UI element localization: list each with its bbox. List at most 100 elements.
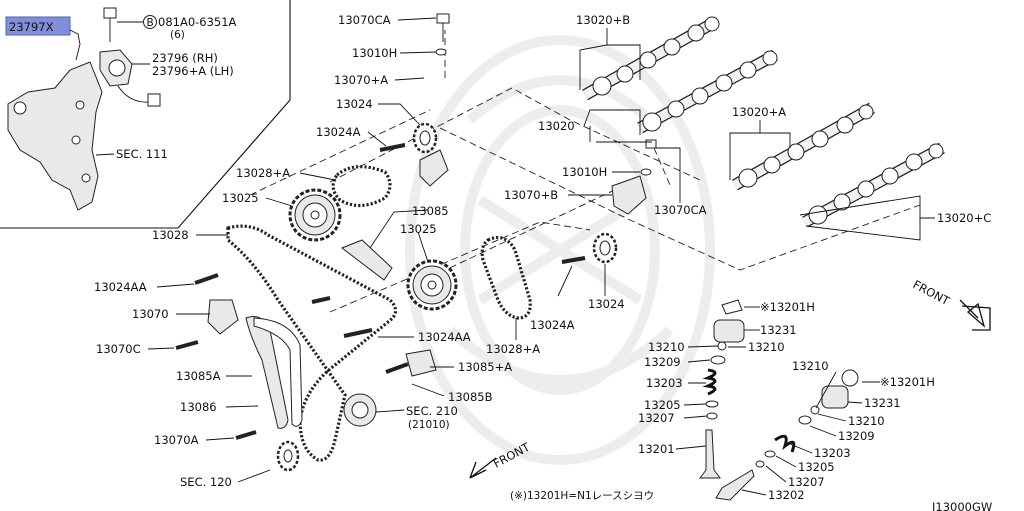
label-13028A-low[interactable]: 13028+A: [486, 342, 540, 356]
label-13085B[interactable]: 13085B: [448, 390, 493, 404]
label-13028A-top[interactable]: 13028+A: [236, 166, 290, 180]
chain-13028A-upper[interactable]: [331, 165, 392, 208]
sprocket-13024-low[interactable]: [592, 232, 618, 264]
seal-13207-1[interactable]: [706, 412, 718, 420]
seal-13207-2[interactable]: [755, 460, 765, 468]
chain-guide-13085A[interactable]: [405, 349, 437, 377]
label-13070A-top[interactable]: 13070+A: [334, 73, 388, 87]
washer-13010H-top[interactable]: [435, 48, 447, 56]
label-13209-2[interactable]: 13209: [838, 429, 875, 443]
label-13025-mid[interactable]: 13025: [400, 222, 437, 236]
camshaft-13020A[interactable]: [732, 102, 875, 191]
label-13205-2[interactable]: 13205: [798, 460, 835, 474]
label-13070A-low[interactable]: 13070A: [154, 433, 199, 447]
label-13207-1[interactable]: 13207: [638, 411, 675, 425]
bolt-guide[interactable]: [311, 296, 331, 304]
label-13209-1[interactable]: 13209: [644, 355, 681, 369]
label-13203-1[interactable]: 13203: [646, 376, 683, 390]
keeper-13210-2[interactable]: [810, 405, 820, 415]
bolt-13024AA-left[interactable]: [194, 273, 219, 285]
chain-guide-13085[interactable]: [340, 239, 393, 281]
label-13070C[interactable]: 13070C: [96, 342, 141, 356]
label-13202[interactable]: 13202: [768, 488, 805, 502]
retainer-13209-1[interactable]: [710, 355, 726, 365]
bolt-13070CA-mid[interactable]: [645, 139, 657, 149]
bolt-13070A-low[interactable]: [235, 430, 257, 440]
label-13020B[interactable]: 13020+B: [576, 13, 630, 27]
label-13201H-2[interactable]: ※13201H: [880, 375, 935, 389]
label-13070CA-top[interactable]: 13070CA: [338, 13, 391, 27]
bolt-13024A-top[interactable]: [379, 143, 406, 152]
label-13210-b[interactable]: 13210: [748, 340, 785, 354]
label-13231-2[interactable]: 13231: [864, 396, 901, 410]
label-13203-2[interactable]: 13203: [814, 446, 851, 460]
retainer-13209-2[interactable]: [798, 415, 812, 425]
label-13231-1[interactable]: 13231: [760, 323, 797, 337]
shim-13201H-1[interactable]: [721, 299, 743, 315]
bolt-13070C[interactable]: [175, 340, 199, 350]
label-13070CA-mid[interactable]: 13070CA: [654, 203, 707, 217]
highlighted-part-label[interactable]: 23797X: [9, 20, 54, 34]
label-13024AA-left[interactable]: 13024AA: [94, 280, 147, 294]
sprocket-13025-mid[interactable]: [406, 259, 458, 311]
timing-cover-bracket[interactable]: [7, 61, 103, 211]
label-13207-2[interactable]: 13207: [788, 475, 825, 489]
valve-13201[interactable]: [699, 429, 721, 479]
tensioner-13070B[interactable]: [611, 175, 647, 215]
sprocket-13024-top[interactable]: [412, 122, 438, 154]
label-13020C[interactable]: 13020+C: [937, 211, 991, 225]
bolt-ref-b-mark: [143, 15, 157, 29]
label-13024[interactable]: 13024: [336, 97, 373, 111]
camshaft-13020[interactable]: [637, 49, 778, 134]
label-13020A[interactable]: 13020+A: [732, 105, 786, 119]
label-13070[interactable]: 13070: [132, 307, 169, 321]
label-13201[interactable]: 13201: [638, 442, 675, 456]
label-13085A[interactable]: 13085A: [176, 369, 221, 383]
label-13086[interactable]: 13086: [180, 400, 217, 414]
label-13085A-plus[interactable]: 13085+A: [458, 360, 512, 374]
keeper-13210-1[interactable]: [717, 341, 727, 351]
spring-13203-1[interactable]: [702, 368, 717, 396]
highlighted-part-box[interactable]: [5, 16, 71, 36]
sensor-bolt-head[interactable]: [103, 7, 117, 19]
label-13085[interactable]: 13085: [412, 204, 449, 218]
sprocket-13025-left[interactable]: [288, 188, 342, 242]
washer-13010H-mid[interactable]: [640, 168, 652, 176]
label-13020[interactable]: 13020: [538, 119, 575, 133]
camshaft-13020B[interactable]: [582, 16, 720, 101]
label-13024A-low[interactable]: 13024A: [530, 318, 575, 332]
chain-tensioner-13070[interactable]: [207, 299, 239, 335]
crank-sprocket[interactable]: [276, 440, 300, 472]
chain-13028A-lower[interactable]: [480, 236, 532, 320]
bolt-13024A-low[interactable]: [561, 256, 586, 264]
label-13070B[interactable]: 13070+B: [504, 188, 558, 202]
bolt-13070CA-top[interactable]: [436, 13, 450, 24]
label-13010H-top[interactable]: 13010H: [352, 46, 397, 60]
tension-guide-13086[interactable]: [253, 317, 303, 427]
watermark-emblem: [405, 35, 715, 465]
label-13205-1[interactable]: 13205: [644, 398, 681, 412]
label-13024-low[interactable]: 13024: [588, 297, 625, 311]
spring-13203-2[interactable]: [774, 434, 796, 453]
label-sec-210-sub: (21010): [408, 419, 450, 431]
tensioner-13070A-top[interactable]: [419, 149, 449, 187]
lifter-13231-1[interactable]: [713, 319, 745, 343]
label-sec-120[interactable]: SEC. 120: [180, 475, 232, 489]
shim-13201H-2[interactable]: [841, 369, 859, 387]
label-13210-r2[interactable]: 13210: [848, 414, 885, 428]
label-13024AA-mid[interactable]: 13024AA: [418, 330, 471, 344]
label-13028[interactable]: 13028: [152, 228, 189, 242]
label-13010H-mid[interactable]: 13010H: [562, 165, 607, 179]
valve-13202[interactable]: [715, 469, 755, 501]
label-13201H-1[interactable]: ※13201H: [760, 300, 815, 314]
seat-13205-1[interactable]: [705, 400, 719, 408]
label-13210-r[interactable]: 13210: [792, 359, 829, 373]
bolt-13024AA-mid[interactable]: [343, 328, 373, 338]
label-13024A-top[interactable]: 13024A: [316, 125, 361, 139]
label-sec-210[interactable]: SEC. 210: [406, 404, 458, 418]
bolt-13085B[interactable]: [385, 362, 409, 374]
seat-13205-2[interactable]: [764, 450, 776, 458]
label-13210-a[interactable]: 13210: [648, 340, 685, 354]
camshaft-13020C[interactable]: [802, 142, 945, 228]
label-13025-left[interactable]: 13025: [222, 191, 259, 205]
